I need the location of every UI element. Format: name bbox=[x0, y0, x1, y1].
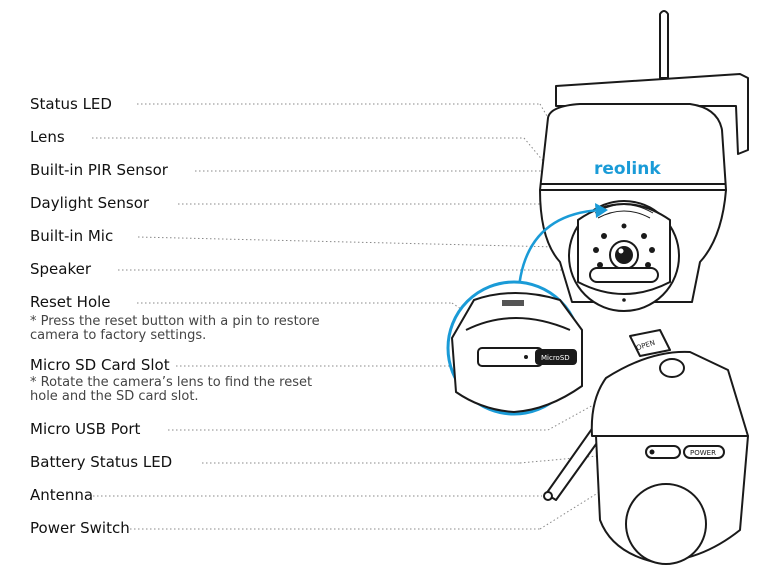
ir-led-icon bbox=[597, 262, 603, 268]
leader-mic bbox=[137, 236, 601, 249]
note-reset-line2: camera to factory settings. bbox=[30, 328, 207, 343]
vent-grille-icon bbox=[502, 300, 524, 306]
sd-card-label: MicroSD bbox=[541, 354, 570, 362]
label-daylight-sensor: Daylight Sensor bbox=[30, 194, 150, 212]
lens-icon bbox=[615, 246, 633, 264]
label-mic: Built-in Mic bbox=[30, 227, 114, 245]
ir-led-icon bbox=[593, 247, 599, 253]
power-switch-icon[interactable] bbox=[645, 445, 681, 459]
sd-slot-outline bbox=[477, 347, 543, 367]
rear-head bbox=[625, 483, 707, 565]
note-reset-line1: * Press the reset button with a pin to r… bbox=[30, 314, 320, 329]
ir-led-icon bbox=[645, 262, 651, 268]
speaker-grille bbox=[589, 267, 659, 283]
label-battery-led: Battery Status LED bbox=[30, 453, 173, 471]
face-features bbox=[589, 223, 659, 302]
label-antenna: Antenna bbox=[30, 486, 94, 504]
ir-led-icon bbox=[601, 233, 607, 239]
brand-logo: reolink bbox=[594, 159, 661, 179]
camera-rear bbox=[543, 329, 749, 565]
label-sd-card-slot: Micro SD Card Slot bbox=[30, 356, 170, 374]
battery-led-icon bbox=[649, 449, 655, 455]
magnified-inset: MicroSD bbox=[446, 280, 583, 416]
label-pir-sensor: Built-in PIR Sensor bbox=[30, 161, 168, 179]
ir-led-icon bbox=[641, 233, 647, 239]
mic-hole-icon bbox=[622, 298, 626, 302]
label-reset-hole: Reset Hole bbox=[30, 293, 111, 311]
note-sd-line1: * Rotate the camera’s lens to find the r… bbox=[30, 375, 313, 390]
open-cap bbox=[629, 329, 671, 357]
usb-cover bbox=[659, 358, 685, 378]
lens-glint bbox=[618, 248, 624, 254]
antenna-tip bbox=[543, 491, 553, 501]
label-power-switch: Power Switch bbox=[30, 519, 130, 537]
rear-body bbox=[590, 350, 749, 437]
camera-body bbox=[539, 103, 727, 191]
power-badge-label: POWER bbox=[690, 449, 716, 457]
label-speaker: Speaker bbox=[30, 260, 92, 278]
label-usb-port: Micro USB Port bbox=[30, 420, 141, 438]
status-led-icon bbox=[621, 223, 627, 229]
arrow-head-icon bbox=[595, 203, 608, 218]
note-sd-line2: hole and the SD card slot. bbox=[30, 389, 199, 404]
ir-led-icon bbox=[649, 247, 655, 253]
power-badge bbox=[683, 445, 725, 459]
label-lens: Lens bbox=[30, 128, 65, 146]
antenna-rod-top bbox=[659, 10, 669, 79]
reset-hole-icon bbox=[524, 355, 528, 359]
label-status-led: Status LED bbox=[30, 95, 112, 113]
sd-card-icon bbox=[535, 349, 577, 365]
